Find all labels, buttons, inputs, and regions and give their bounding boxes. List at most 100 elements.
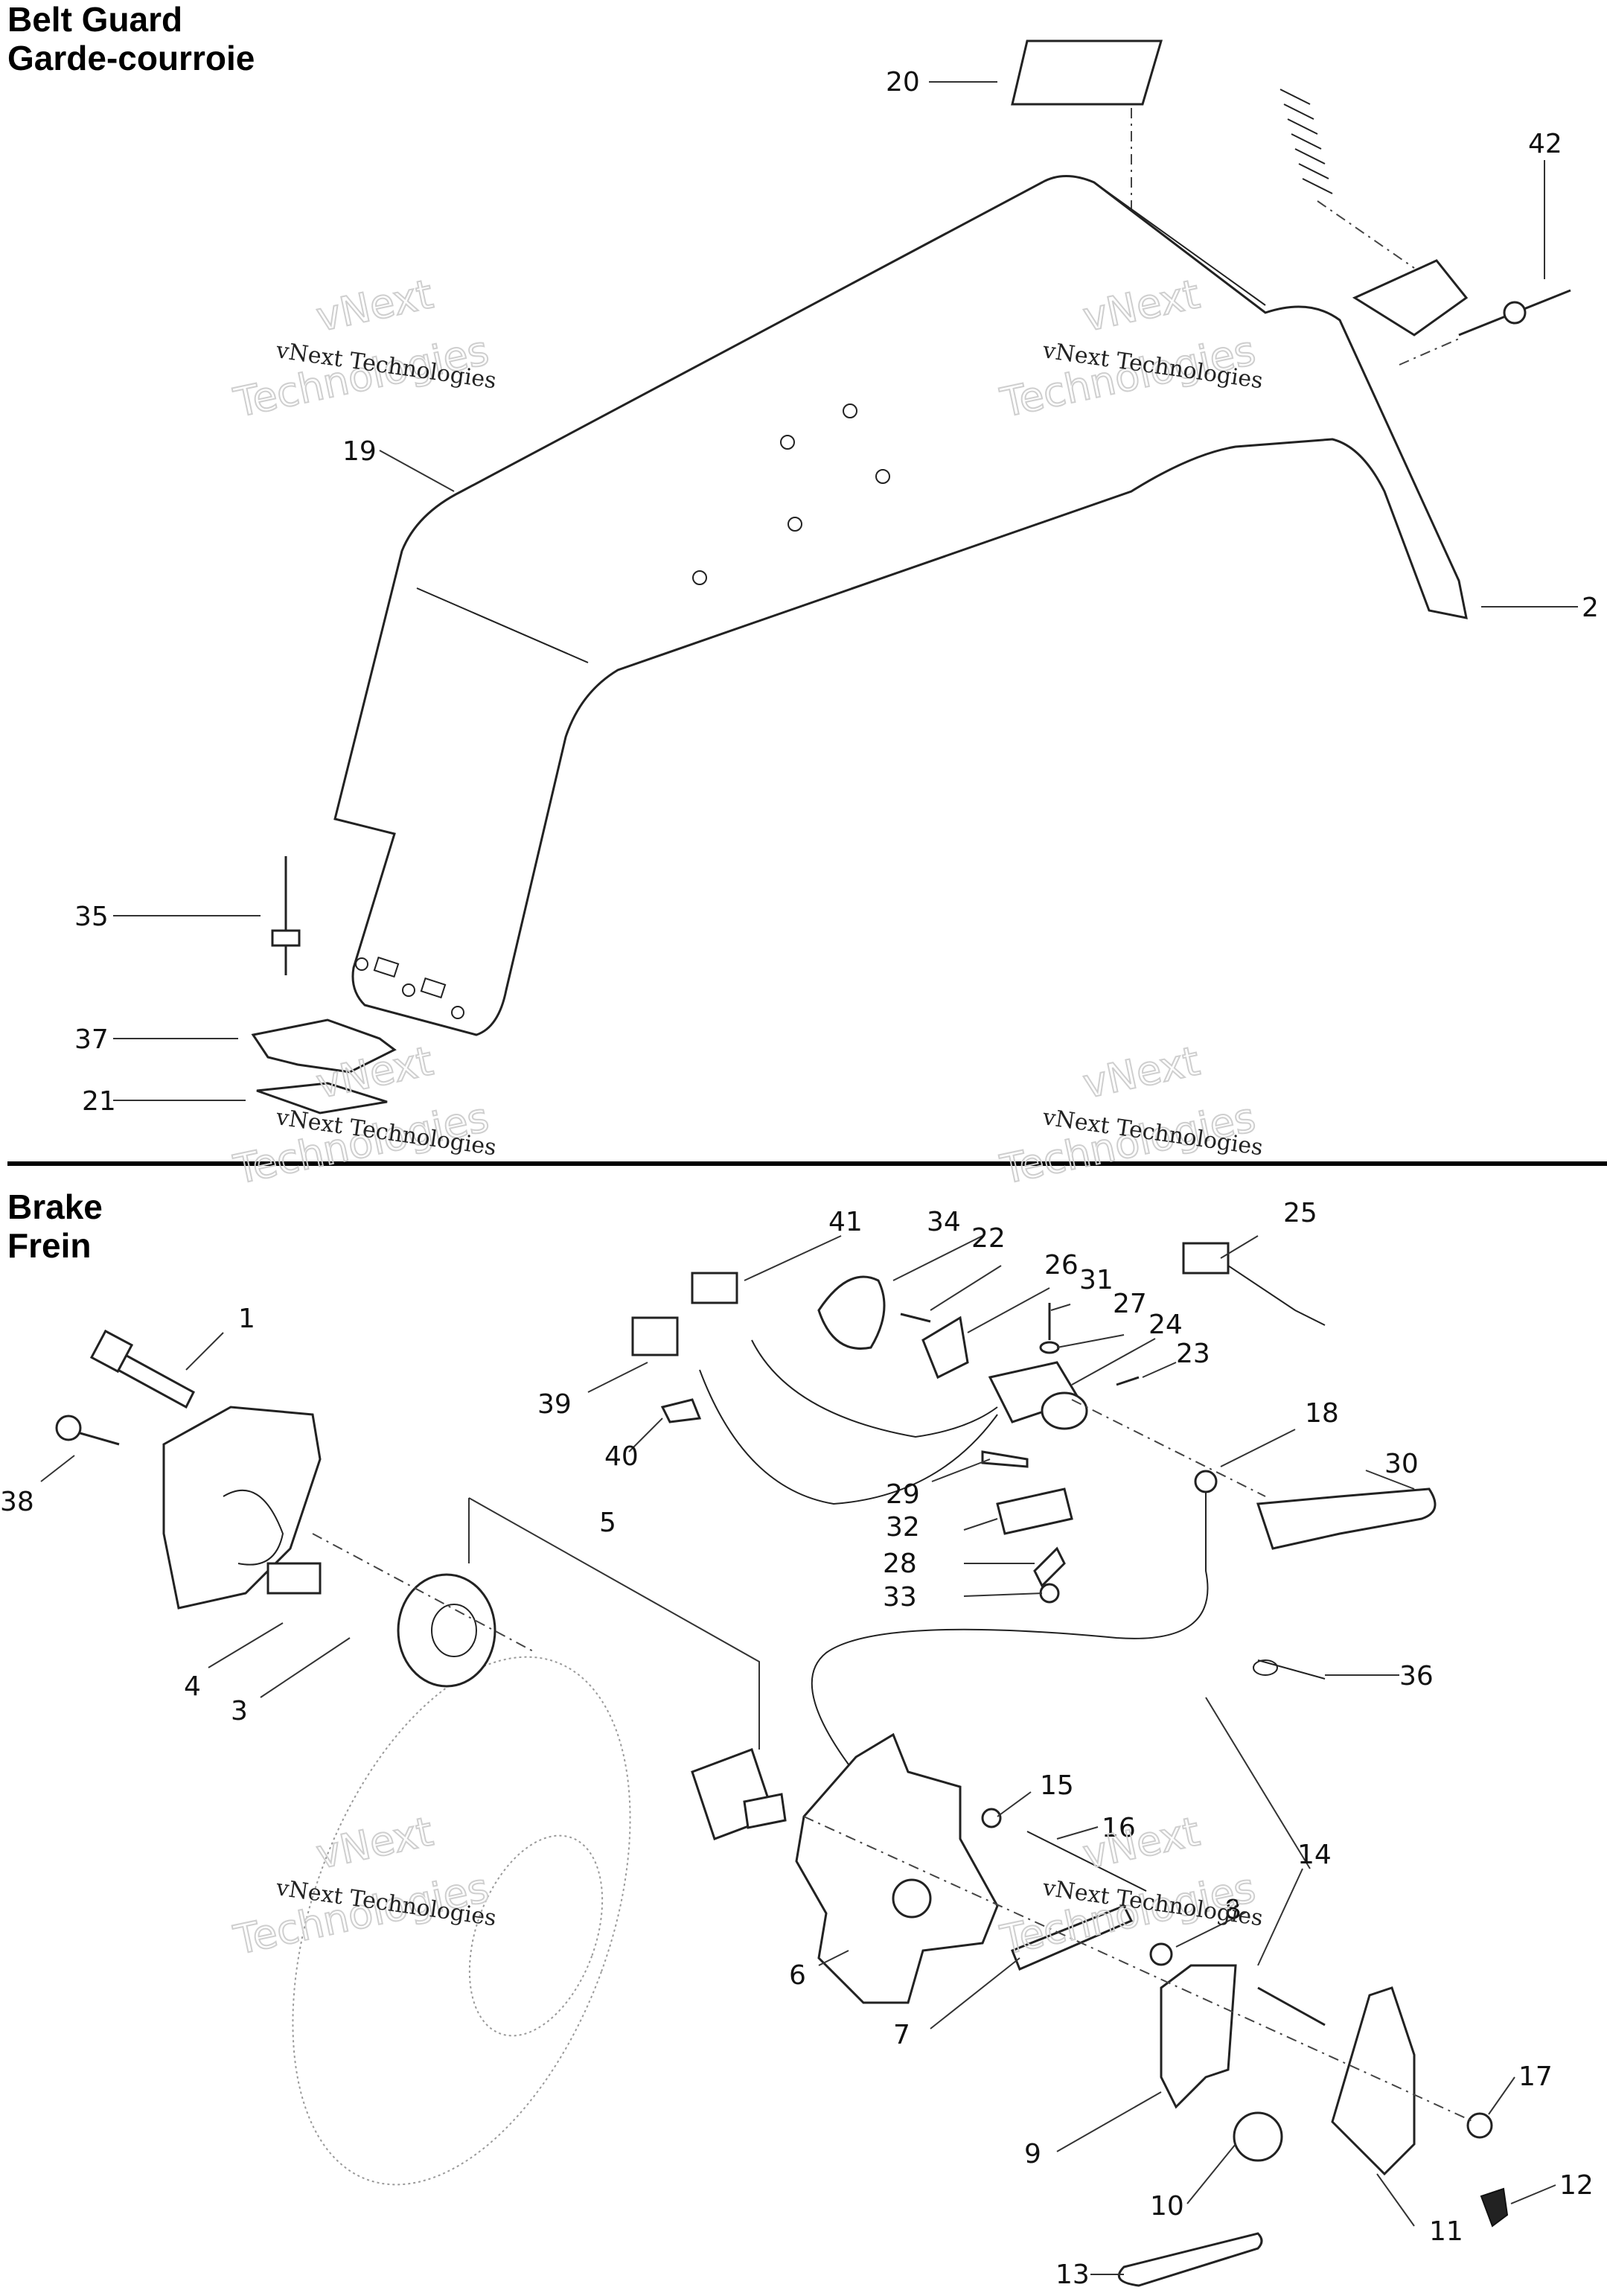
switch-25 (1182, 1242, 1230, 1275)
svg-text:vNext: vNext (1079, 1037, 1204, 1107)
callout-37: 37 (74, 1024, 109, 1055)
spring-axis (1317, 200, 1415, 269)
callout-4: 4 (184, 1671, 201, 1702)
belt-guard-drawing (251, 39, 1571, 1114)
callout-8: 8 (1224, 1895, 1242, 1925)
bolt-8 (1257, 1986, 1326, 2026)
washer-33 (1039, 1583, 1060, 1604)
caliper-thread (743, 1793, 787, 1829)
clip-12 (1480, 2187, 1509, 2228)
nut-17 (1466, 2112, 1493, 2139)
callout-22: 22 (971, 1223, 1006, 1254)
connector-41 (691, 1272, 738, 1304)
watermark: vNext Technologies vNext Technologies (229, 270, 498, 427)
guard-hole (451, 1006, 464, 1019)
callout-33: 33 (883, 1582, 917, 1613)
callout-30: 30 (1384, 1449, 1419, 1479)
brake-title: Brake Frein (7, 1187, 103, 1265)
spring-16 (1026, 1831, 1147, 1892)
watermark: vNext Technologies vNext Technologies (996, 1807, 1265, 1965)
spring (1279, 89, 1333, 194)
plate-21 (256, 1082, 388, 1114)
callout-2: 2 (1582, 593, 1599, 623)
callout-39: 39 (537, 1389, 572, 1420)
callout-25: 25 (1283, 1198, 1317, 1228)
terminal-40 (660, 1398, 702, 1423)
guard-bracket (1352, 259, 1469, 337)
callout-28: 28 (883, 1549, 917, 1579)
decal-20 (1011, 39, 1163, 106)
screw-38-head (55, 1415, 82, 1441)
belt-guard-title: Belt Guard Garde-courroie (7, 0, 255, 77)
callout-9: 9 (1024, 2139, 1041, 2169)
bracket-bore (223, 1489, 284, 1566)
rivet-35-head (271, 929, 301, 947)
ghost-pulley (292, 1656, 631, 2186)
latch-pin-head (1503, 301, 1527, 325)
callout-23: 23 (1176, 1339, 1210, 1369)
callout-29: 29 (886, 1479, 920, 1510)
brake-title-fr: Frein (7, 1226, 92, 1265)
guard-body-19 (333, 175, 1468, 1036)
callout-26: 26 (1044, 1250, 1079, 1281)
bracket-32 (996, 1487, 1073, 1535)
brake-axis-3 (803, 1816, 1475, 2123)
cover-11 (1331, 1986, 1416, 2176)
clip-15 (981, 1808, 1002, 1828)
label-5-bracket (468, 1497, 760, 1750)
clip-18 (1194, 1470, 1218, 1493)
screw-23 (1116, 1376, 1140, 1386)
cable-tie-36 (1257, 1659, 1326, 1680)
callout-34: 34 (927, 1207, 961, 1237)
guard-hole (875, 469, 890, 484)
belt-guard-title-en: Belt Guard (7, 0, 183, 39)
caliper-bracket (162, 1406, 322, 1610)
harness-wire-2 (751, 1339, 998, 1438)
callout-31: 31 (1079, 1265, 1114, 1295)
callout-19: 19 (342, 436, 377, 467)
callout-38: 38 (0, 1487, 34, 1517)
callout-24: 24 (1148, 1310, 1183, 1340)
belt-guard-title-fr: Garde-courroie (7, 39, 255, 77)
watermark: vNext Technologies vNext Technologies (229, 1036, 498, 1194)
housing-24-end (1041, 1391, 1088, 1430)
callout-5: 5 (599, 1508, 616, 1538)
guard-fold-line (416, 587, 589, 663)
callout-20: 20 (886, 67, 920, 98)
callout-17: 17 (1518, 2061, 1553, 2092)
pin-29 (981, 1450, 1029, 1468)
callout-21: 21 (82, 1086, 116, 1117)
clip-26 (921, 1316, 969, 1380)
guard-slot (420, 977, 447, 999)
svg-text:vNext: vNext (313, 1808, 437, 1878)
callout-27: 27 (1113, 1289, 1147, 1319)
callout-16: 16 (1102, 1813, 1136, 1843)
guard-hole (692, 570, 707, 585)
callout-14: 14 (1297, 1840, 1332, 1870)
guard-hole (843, 404, 857, 418)
ghost-pulley-hub (468, 1834, 604, 2037)
callout-36: 36 (1399, 1661, 1434, 1691)
cable-tie-36-head (1253, 1659, 1278, 1676)
guard-slot (373, 956, 400, 978)
guard-top-edge (1093, 182, 1266, 306)
nut-8 (1149, 1942, 1173, 1966)
brake-axis-2 (1071, 1399, 1266, 1497)
watermark: vNext Technologies vNext Technologies (996, 1036, 1265, 1194)
callout-32: 32 (886, 1512, 920, 1543)
caliper-6 (795, 1732, 999, 2004)
caliper-bore (892, 1878, 932, 1919)
clip-4 (266, 1562, 322, 1595)
callout-labels: 20 42 19 2 35 37 21 41 34 22 26 31 27 24… (0, 67, 1599, 2290)
brake-axis-1 (312, 1533, 537, 1654)
svg-text:vNext: vNext (1079, 1808, 1204, 1878)
callout-10: 10 (1150, 2191, 1184, 2222)
pin-7 (1011, 1904, 1134, 1971)
callout-42: 42 (1528, 129, 1562, 159)
guard-hole (355, 957, 368, 971)
brake-cable-14 (811, 1511, 1209, 1765)
callout-7: 7 (893, 2020, 910, 2050)
guard-hole (780, 435, 795, 450)
hairpin-13 (1117, 2232, 1263, 2287)
brake-drawing (55, 1242, 1509, 2287)
